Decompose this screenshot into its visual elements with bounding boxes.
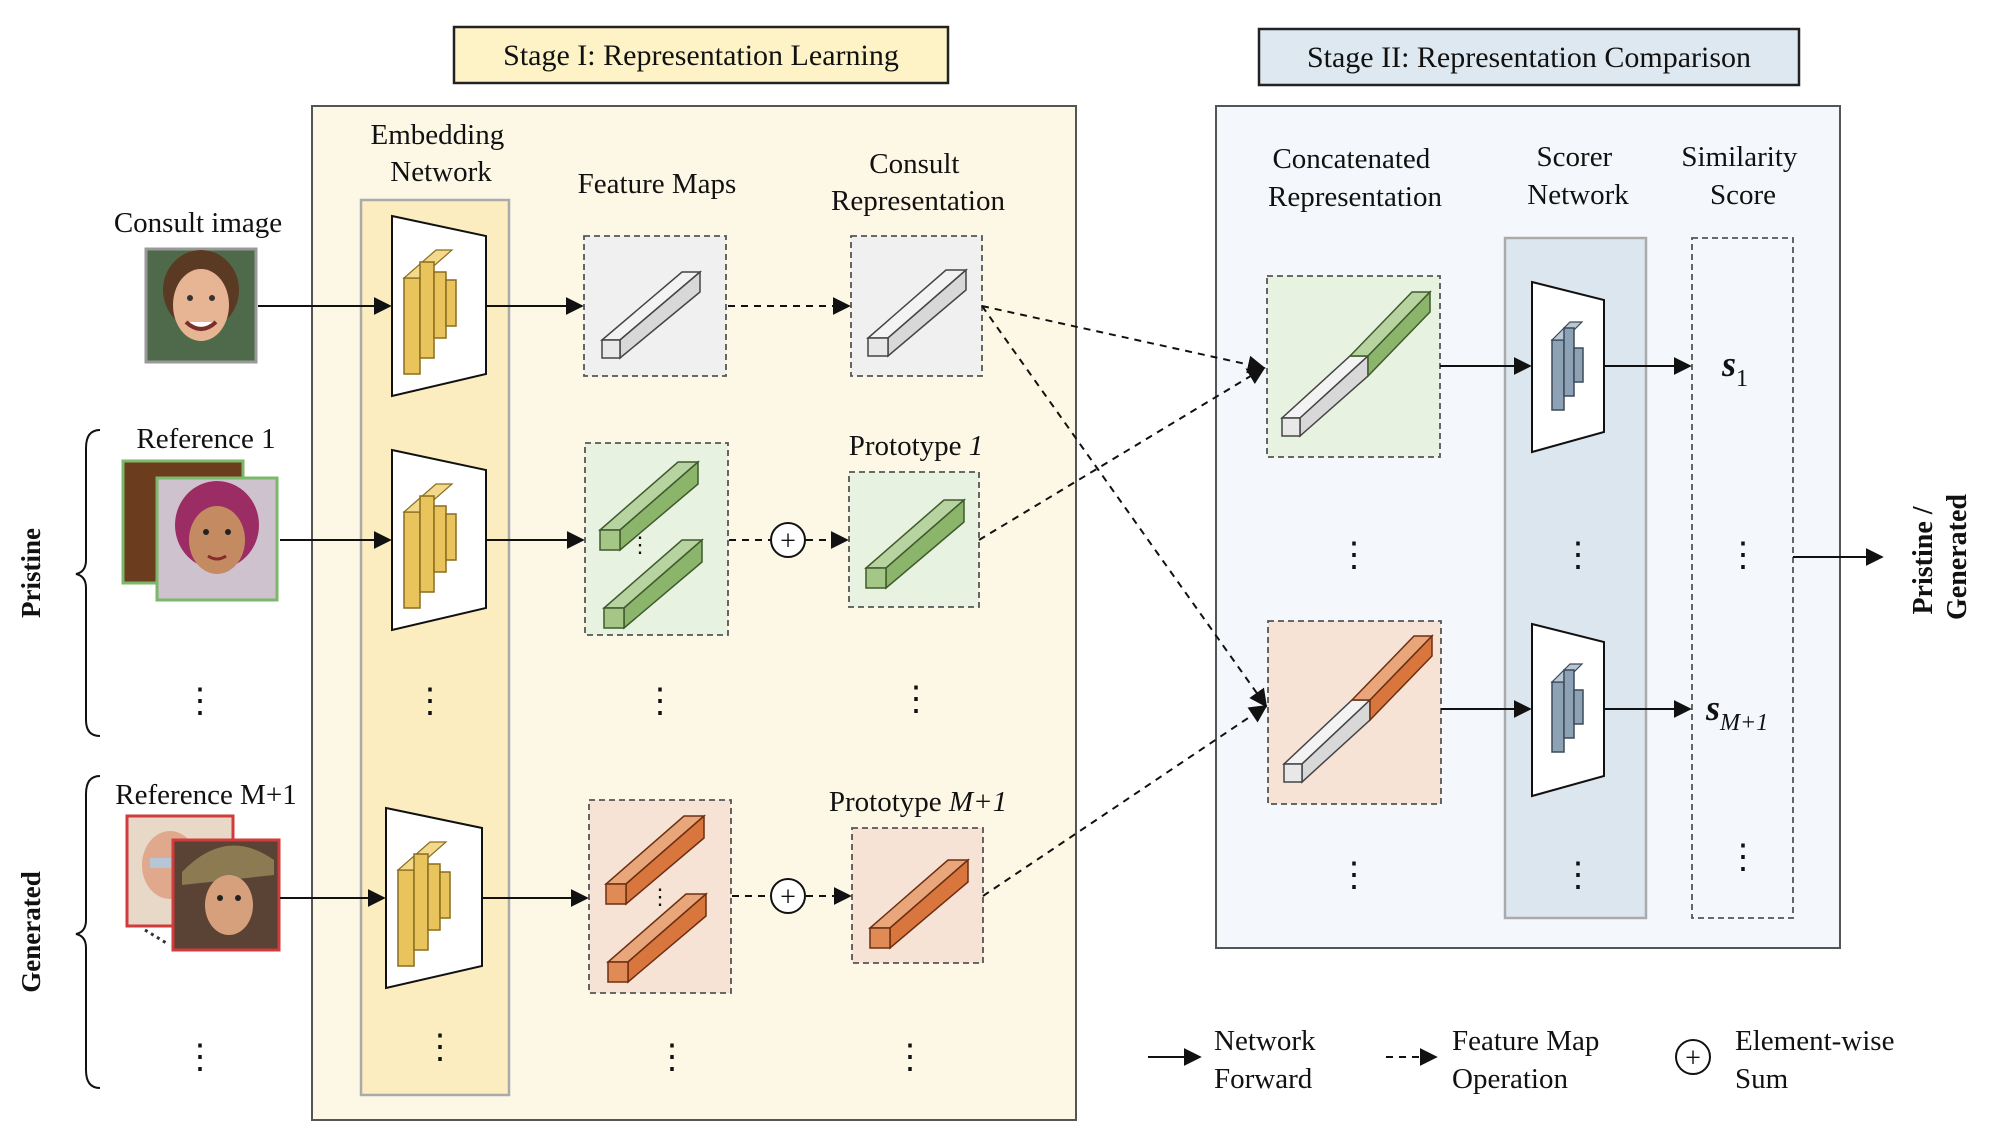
svg-text:⋮: ⋮ xyxy=(1726,839,1760,876)
svg-text:⋮: ⋮ xyxy=(649,884,671,909)
referenceM-images xyxy=(125,814,281,952)
svg-text:+: + xyxy=(780,882,796,913)
stage1-operation-arrows xyxy=(728,297,852,905)
consult-rep-label: Consult Representation xyxy=(831,148,1005,217)
stage1-title: Stage I: Representation Learning xyxy=(503,39,899,72)
legend-operation-label: Feature Map Operation xyxy=(1452,1025,1607,1095)
legend-forward-label: Network Forward xyxy=(1214,1025,1323,1095)
sum-node-1: + xyxy=(770,522,806,558)
referenceM-label: Reference M+1 xyxy=(115,779,296,811)
svg-text:⋮: ⋮ xyxy=(1726,537,1760,574)
scorer-label: Scorer Network xyxy=(1527,141,1629,211)
prototypeM-label: Prototype M+1 xyxy=(829,786,1007,818)
feature-maps-label: Feature Maps xyxy=(578,168,737,200)
concat-rep-green xyxy=(1266,275,1441,458)
embedding-label: Embedding Network xyxy=(371,119,512,188)
svg-text:⋮: ⋮ xyxy=(1337,857,1371,894)
generated-label: Generated xyxy=(16,871,46,992)
stage2-forward-arrows xyxy=(1440,357,1884,718)
stage1-forward-arrows xyxy=(258,297,589,907)
svg-text:⋮: ⋮ xyxy=(643,683,677,720)
sum-node-2: + xyxy=(770,878,806,914)
svg-text:⋮: ⋮ xyxy=(893,1039,927,1076)
svg-text:⋮: ⋮ xyxy=(423,1029,457,1066)
score-s1: s1 xyxy=(1721,344,1748,392)
svg-text:+: + xyxy=(1685,1043,1701,1074)
pristine-brace xyxy=(75,429,101,737)
concat-rep-label: Concatenated Representation xyxy=(1268,143,1442,213)
output-label: Pristine / Generated xyxy=(1908,494,1973,620)
svg-text:⋮: ⋮ xyxy=(1561,537,1595,574)
pristine-label: Pristine xyxy=(16,528,46,618)
feature-map-consult xyxy=(583,235,727,377)
embedding-network-3 xyxy=(385,806,483,990)
svg-text:⋮: ⋮ xyxy=(183,1039,217,1076)
consult-image xyxy=(144,247,258,364)
stage-transfer-arrows xyxy=(978,305,1268,897)
svg-text:⋮: ⋮ xyxy=(1561,857,1595,894)
feature-map-referenceM: ⋮ xyxy=(588,799,732,994)
legend: Network Forward Feature Map Operation + … xyxy=(1148,1025,1902,1095)
scorer-network-1 xyxy=(1531,280,1605,454)
feature-map-reference1: ⋮ xyxy=(584,442,729,636)
stage1-title-box xyxy=(452,25,950,85)
reference1-images xyxy=(121,459,279,602)
svg-text:⋮: ⋮ xyxy=(899,681,933,718)
svg-text:⋮: ⋮ xyxy=(629,532,651,557)
score-sM: sM+1 xyxy=(1705,688,1768,736)
stage2-ellipses: ⋮ ⋮ ⋮ ⋮ ⋮ ⋮ xyxy=(1337,537,1760,894)
legend-sum-icon xyxy=(1675,1039,1711,1075)
svg-text:⋮: ⋮ xyxy=(655,1039,689,1076)
stage2-title: Stage II: Representation Comparison xyxy=(1307,41,1751,74)
embedding-network-1 xyxy=(391,214,487,398)
similarity-column xyxy=(1691,237,1794,919)
reference1-label: Reference 1 xyxy=(136,423,275,455)
prototype1-label: Prototype 1 xyxy=(849,430,984,462)
consult-image-label: Consult image xyxy=(114,207,282,239)
generated-brace xyxy=(75,775,101,1089)
prototypeM-box xyxy=(851,827,984,964)
stage1-ellipses: ⋮ ⋮ ⋮ ⋮ ⋮ ⋮ ⋮ ⋮ xyxy=(183,681,933,1076)
stage2-title-box xyxy=(1257,27,1801,87)
svg-text:+: + xyxy=(780,526,796,557)
consult-representation xyxy=(850,235,983,377)
similarity-label: Similarity Score xyxy=(1681,141,1804,211)
svg-text:⋮: ⋮ xyxy=(183,683,217,720)
concat-rep-orange xyxy=(1267,620,1442,805)
legend-sum-label: Element-wise Sum xyxy=(1735,1025,1902,1095)
prototype1-box xyxy=(848,471,980,608)
scorer-network-2 xyxy=(1531,622,1605,798)
svg-text:⋮: ⋮ xyxy=(1337,537,1371,574)
svg-text:⋮: ⋮ xyxy=(413,683,447,720)
embedding-network-2 xyxy=(391,448,487,632)
